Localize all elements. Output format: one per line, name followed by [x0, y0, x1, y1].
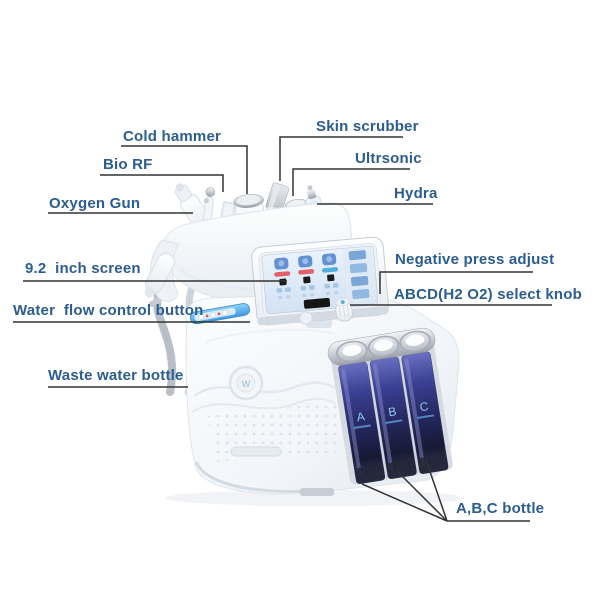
label-negative-press: Negative press adjust — [395, 251, 555, 268]
bottle-caps — [336, 330, 432, 363]
label-oxygen-gun: Oxygen Gun — [49, 195, 141, 212]
side-holder-handpiece — [144, 252, 176, 298]
label-bio-rf: Bio RF — [103, 156, 153, 173]
label-9-2-inch-screen: 9.2 inch screen — [25, 260, 141, 277]
callout-abc-line-b — [396, 470, 448, 522]
screen-ui-column-2 — [298, 255, 315, 298]
bottle-a: A — [338, 361, 386, 484]
label-waste-water-bottle: Waste water bottle — [48, 367, 184, 384]
label-ultrsonic: Ultrsonic — [355, 150, 422, 167]
callout-cold-hammer — [121, 145, 248, 194]
callout-lines — [13, 136, 552, 522]
callout-negative-press — [379, 271, 533, 294]
label-cold-hammer: Cold hammer — [123, 128, 222, 145]
label-water-flow-button: Water flow control button — [13, 302, 204, 319]
bottle-a-letter: A — [356, 409, 366, 424]
abcd-select-knob — [335, 297, 353, 322]
bottle-assembly: A B C — [327, 327, 453, 485]
label-hydra: Hydra — [394, 185, 438, 202]
callout-skin-scrubber — [279, 136, 403, 181]
callout-abc-line-a — [361, 483, 448, 522]
machine-shadow — [165, 490, 465, 506]
label-abc-bottle: A,B,C bottle — [456, 500, 545, 517]
callout-abc-line-c — [425, 459, 448, 522]
bottle-b: B — [369, 356, 417, 479]
screen-ui-column-3 — [321, 253, 339, 296]
bottle-c: C — [401, 351, 449, 474]
water-flow-control — [189, 303, 250, 325]
screen-ui-bottom-button — [303, 297, 331, 309]
emblem-letter: W — [242, 379, 251, 389]
callout-ultrsonic — [292, 168, 410, 196]
screen-ui-sidebar — [342, 247, 376, 306]
label-abcd-select-knob: ABCD(H2 O2) select knob — [394, 286, 582, 303]
brand-emblem: W — [228, 365, 264, 401]
bottle-c-letter: C — [419, 399, 430, 414]
callout-bio-rf — [100, 174, 224, 192]
touchscreen — [251, 236, 389, 326]
negative-press-knob — [299, 311, 313, 325]
label-skin-scrubber: Skin scrubber — [316, 118, 419, 135]
bottle-b-letter: B — [387, 404, 397, 419]
